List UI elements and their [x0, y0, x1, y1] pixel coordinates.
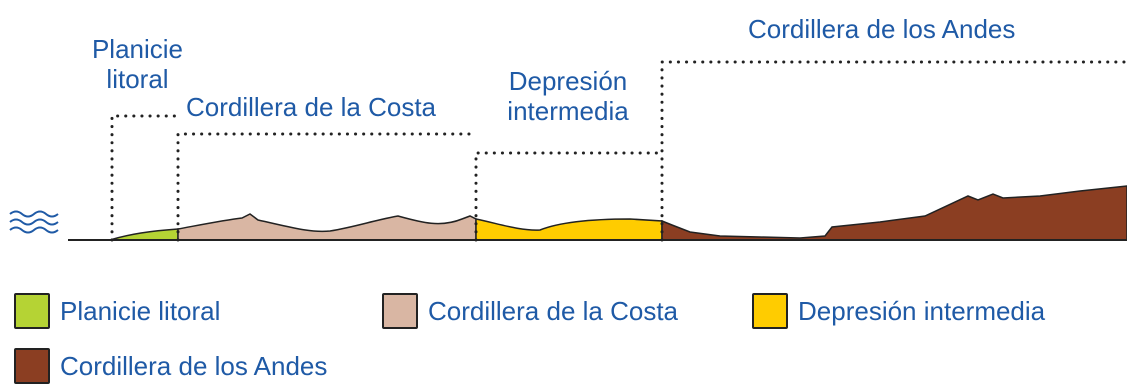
cordillera-andes-terrain — [661, 185, 1127, 241]
legend-item-costa: Cordillera de la Costa — [382, 293, 678, 329]
label-depresion-line2: intermedia — [507, 96, 629, 126]
legend-label-costa: Cordillera de la Costa — [428, 296, 679, 326]
label-depresion-line1: Depresión — [508, 66, 628, 96]
legend-swatch-planicie — [14, 293, 50, 329]
planicie-bracket — [110, 114, 180, 242]
legend-item-planicie: Planicie litoral — [14, 293, 220, 329]
planicie-litoral-terrain — [109, 228, 179, 241]
legend-label-planicie: Planicie litoral — [60, 296, 221, 326]
label-planicie-line2: litoral — [106, 64, 169, 94]
legend-item-andes: Cordillera de los Andes — [14, 348, 327, 384]
andes-bracket — [660, 60, 1127, 242]
label-cordillera-costa: Cordillera de la Costa — [186, 92, 437, 122]
legend-label-andes: Cordillera de los Andes — [60, 351, 328, 381]
cordillera-costa-terrain — [177, 213, 477, 241]
costa-bracket — [176, 132, 472, 242]
label-planicie-line1: Planicie — [91, 34, 184, 64]
waves-icon — [9, 210, 59, 234]
legend-swatch-costa — [382, 293, 418, 329]
depresion-bracket — [474, 151, 664, 242]
legend-swatch-andes — [14, 348, 50, 384]
label-planicie-litoral: Planicie litoral — [80, 34, 195, 94]
legend-label-depresion: Depresión intermedia — [798, 296, 1046, 326]
depresion-intermedia-terrain — [475, 218, 663, 241]
label-cordillera-andes: Cordillera de los Andes — [748, 14, 1016, 44]
region-brackets — [110, 60, 1127, 242]
relief-profile-diagram — [9, 60, 1127, 242]
legend-swatch-depresion — [752, 293, 788, 329]
legend-item-depresion: Depresión intermedia — [752, 293, 1045, 329]
label-depresion-intermedia: Depresión intermedia — [488, 66, 648, 126]
